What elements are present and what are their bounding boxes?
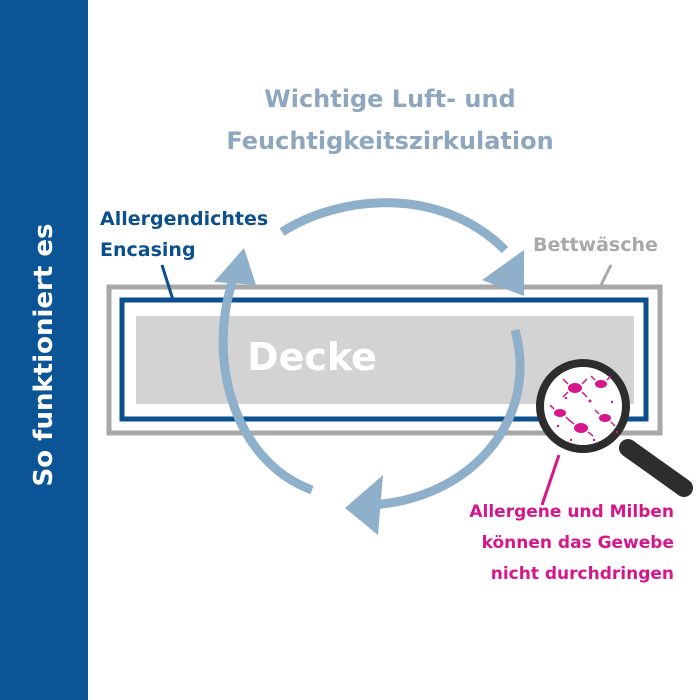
- allergen-leader-line: [540, 454, 561, 506]
- encasing-leader-line: [160, 264, 175, 301]
- decke-label: Decke: [247, 335, 377, 379]
- magnifier-icon: [536, 359, 693, 497]
- encasing-label-line-2: Encasing: [100, 239, 196, 261]
- circular-arrows-icon: [214, 198, 525, 535]
- mite-icon: [549, 375, 619, 442]
- title-line-1: Wichtige Luft- und: [264, 85, 516, 113]
- diagram-title: Wichtige Luft- und Feuchtigkeitszirkulat…: [160, 78, 620, 162]
- encasing-label: Allergendichtes Encasing: [100, 204, 268, 266]
- encasing-label-line-1: Allergendichtes: [100, 208, 269, 230]
- title-line-2: Feuchtigkeitszirkulation: [226, 127, 554, 155]
- sidebar: So funktioniert es: [0, 0, 88, 700]
- allergen-label-line-1: Allergene und Milben: [469, 502, 674, 522]
- allergen-label: Allergene und Milben können das Gewebe n…: [469, 497, 674, 590]
- bettwaesche-label: Bettwäsche: [533, 234, 658, 256]
- allergen-label-line-2: können das Gewebe: [481, 533, 674, 553]
- allergen-label-line-3: nicht durchdringen: [490, 564, 674, 584]
- bettwaesche-leader-line: [598, 264, 613, 288]
